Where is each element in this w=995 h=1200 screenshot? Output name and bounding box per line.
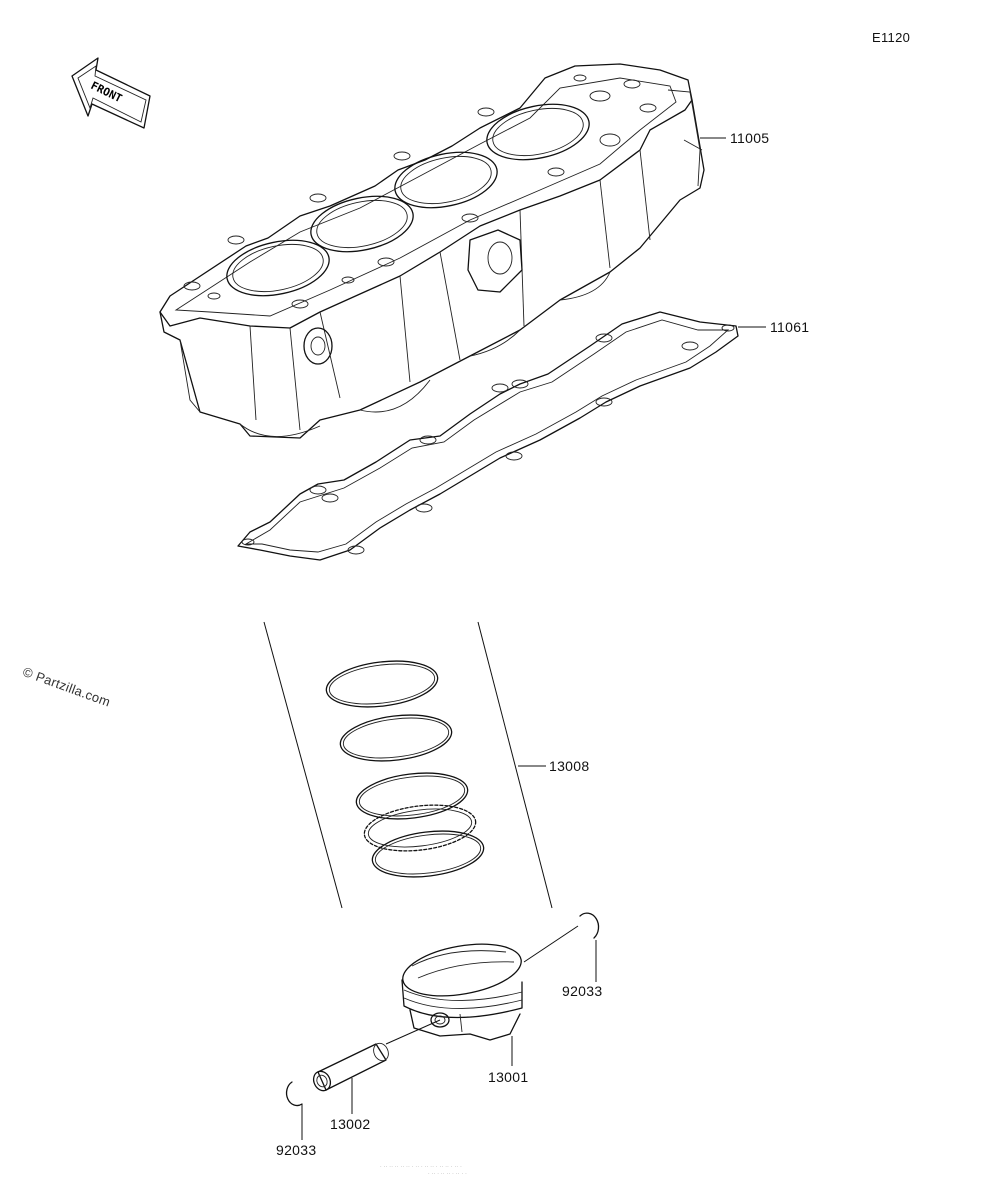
diagram-code: E1120 [872,30,911,45]
front-arrow-icon: FRONT [71,57,151,129]
part-number-11005[interactable]: 11005 [730,130,770,146]
fine-print-line: · ·· ·· ·· ·· ·· · ·· · ·· ·· · ·· ·· · … [380,1164,463,1170]
part-number-13002[interactable]: 13002 [330,1116,371,1132]
front-arrow-label: FRONT [89,79,125,105]
cylinder-gasket [237,311,739,561]
piston-pin [312,1042,389,1092]
circlip-right [579,912,600,939]
part-number-13001[interactable]: 13001 [488,1069,529,1085]
cylinder-block [159,63,705,439]
part-number-13008[interactable]: 13008 [549,758,590,774]
ring-set-bracket [263,621,553,909]
leader-lines [301,137,766,1140]
fine-print: · ·· ·· ·· ·· ·· · ·· · ·· ·· · ·· ·· · … [380,1164,467,1178]
part-number-92033-left[interactable]: 92033 [276,1142,317,1158]
circlip-left [285,1081,303,1107]
part-number-11061[interactable]: 11061 [770,319,810,335]
fine-print-line: · ·· · ·· ·· · ·· · · [428,1171,468,1177]
piston-rings [325,660,485,878]
part-number-92033-right[interactable]: 92033 [562,983,603,999]
piston [401,943,523,1041]
